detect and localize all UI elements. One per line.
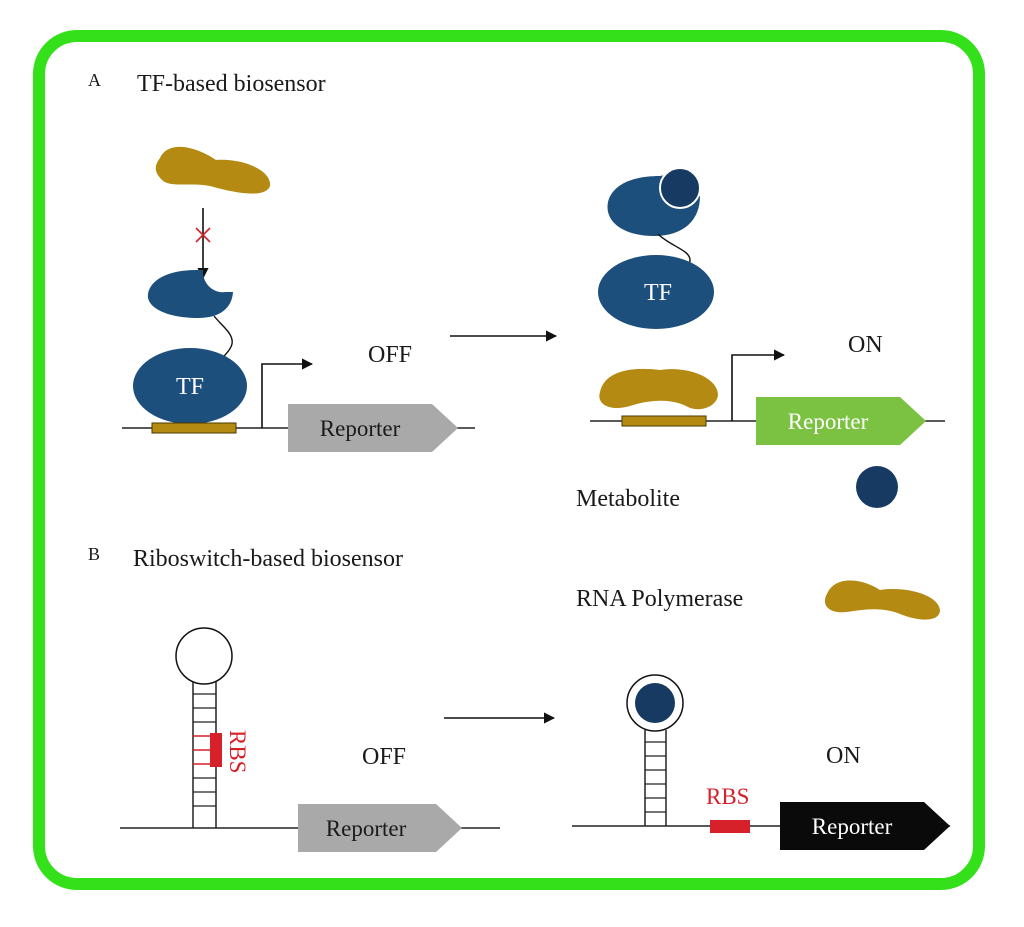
legend-metabolite-label: Metabolite — [576, 486, 680, 512]
tf-linker — [213, 315, 233, 361]
panel-b-off-construct: RBS Reporter — [120, 627, 500, 852]
rna-polymerase-shape-bound — [599, 368, 718, 410]
panel-b-on-construct: RBS Reporter — [572, 674, 950, 850]
reporter-label-b-off: Reporter — [326, 816, 407, 841]
rbs-exposed — [710, 820, 750, 833]
rna-polymerase-shape-blocked — [155, 146, 271, 194]
tf-dna-binding-domain-on — [598, 255, 714, 329]
blocked-x-mark — [195, 227, 211, 243]
riboswitch-loop-empty — [175, 627, 233, 685]
panel-b-on-label: ON — [826, 743, 861, 769]
legend-metabolite-icon — [856, 466, 898, 508]
reporter-gene-a-off — [288, 404, 458, 452]
promoter-arrow-a-on — [731, 349, 786, 421]
panel-b-title: Riboswitch-based biosensor — [133, 546, 403, 572]
panel-a-on-label: ON — [848, 332, 883, 358]
legend-polymerase-label: RNA Polymerase — [576, 586, 743, 612]
rbs-label-on: RBS — [706, 784, 749, 809]
panel-a-off-construct: TF Reporter — [122, 146, 475, 452]
reporter-gene-b-off — [298, 804, 462, 852]
panel-b-off-label: OFF — [362, 744, 406, 770]
tf-dna-binding-domain — [133, 348, 247, 424]
panel-a-letter: A — [88, 70, 101, 90]
operator-site-off — [151, 422, 237, 434]
rbs-sequestered — [210, 733, 222, 767]
tf-sensing-domain — [147, 270, 233, 318]
legend-polymerase-icon — [824, 580, 940, 620]
panel-a-off-label: OFF — [368, 342, 412, 368]
tf-label-off: TF — [176, 374, 204, 400]
riboswitch-bound-metabolite — [635, 683, 675, 723]
operator-site-on — [621, 415, 707, 427]
panel-b-letter: B — [88, 544, 100, 564]
stem-base-pairs-off — [193, 693, 216, 807]
stem-base-pairs-on — [645, 741, 666, 813]
reporter-gene-a-on — [756, 397, 926, 445]
bound-metabolite — [659, 167, 701, 209]
panel-a-title: TF-based biosensor — [137, 71, 326, 97]
promoter-arrow-a-off — [261, 358, 314, 428]
reporter-label-a-off: Reporter — [320, 416, 401, 441]
rbs-label-off: RBS — [225, 730, 250, 773]
tf-label-on: TF — [644, 280, 672, 306]
reporter-gene-b-on — [780, 802, 950, 850]
reporter-label-a-on: Reporter — [788, 409, 869, 434]
panel-a-on-construct: TF Reporter — [590, 167, 945, 445]
reporter-label-b-on: Reporter — [812, 814, 893, 839]
